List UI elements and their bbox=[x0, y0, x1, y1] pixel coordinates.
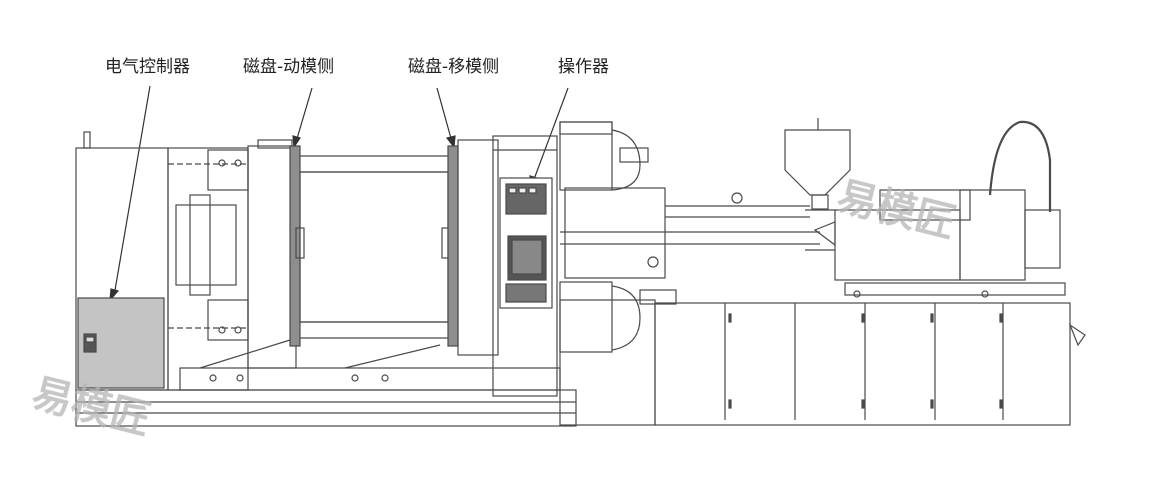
leader-arrow-electric-controller bbox=[109, 288, 120, 302]
machine-body bbox=[75, 118, 1086, 427]
label-operator-panel: 操作器 bbox=[558, 57, 609, 77]
leader-arrow-magnet-moving bbox=[292, 135, 301, 149]
label-magnet-plate-fixed: 磁盘-移模侧 bbox=[408, 57, 499, 77]
leader-magnet-moving bbox=[295, 87, 313, 143]
leader-arrow-magnet-fixed bbox=[445, 135, 456, 149]
cabinet-doors bbox=[724, 303, 1086, 420]
watermark-right: 易模匠 bbox=[833, 173, 961, 247]
label-magnet-plate-moving: 磁盘-动模侧 bbox=[243, 57, 334, 77]
leader-electric-controller bbox=[113, 85, 151, 297]
callout-labels: 电气控制器 磁盘-动模侧 磁盘-移模侧 操作器 bbox=[105, 57, 609, 77]
injection-cylinder-lower bbox=[559, 281, 613, 353]
leader-operator-panel bbox=[532, 87, 569, 183]
callout-leaders bbox=[109, 85, 569, 302]
base-frame-right bbox=[559, 299, 656, 426]
mold-space bbox=[299, 171, 449, 323]
injection-block bbox=[564, 187, 666, 279]
label-electric-controller: 电气控制器 bbox=[105, 57, 190, 77]
fixed-platen bbox=[457, 139, 499, 356]
magnet-plate-fixed bbox=[447, 145, 459, 347]
magnet-plate-moving bbox=[289, 145, 301, 347]
base-frame-injection bbox=[654, 302, 1071, 426]
injection-cylinder-upper bbox=[559, 121, 613, 191]
hydraulic-hose bbox=[988, 120, 1052, 212]
moving-platen bbox=[247, 145, 297, 369]
leader-magnet-fixed bbox=[436, 87, 453, 143]
